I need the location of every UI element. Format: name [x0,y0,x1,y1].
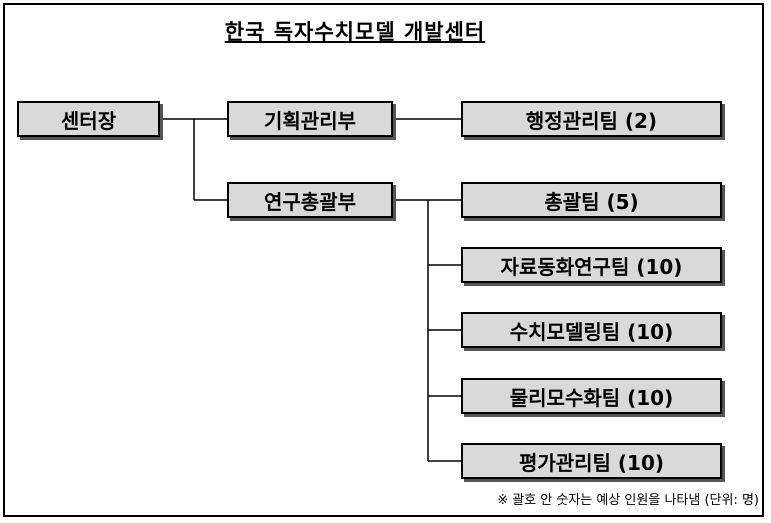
diagram-frame [3,3,764,517]
node-planning-dept: 기획관리부 [227,101,393,137]
footnote: ※ 괄호 안 숫자는 예상 인원을 나타냄 (단위: 명) [497,493,759,508]
node-general-team-label: 총괄팀 (5) [544,189,639,214]
node-planning-dept-label: 기획관리부 [264,108,356,133]
node-physics-team-label: 물리모수화팀 (10) [509,385,674,410]
node-data-assim-team: 자료동화연구팀 (10) [461,247,722,283]
node-general-team: 총괄팀 (5) [461,182,722,218]
node-data-assim-team-label: 자료동화연구팀 (10) [500,254,683,279]
node-center-head-label: 센터장 [60,108,117,133]
node-admin-team-label: 행정관리팀 (2) [525,108,658,133]
node-numerical-model-team-label: 수치모델링팀 (10) [509,319,674,344]
node-evaluation-team-label: 평가관리팀 (10) [518,450,665,475]
node-physics-team: 물리모수화팀 (10) [461,378,722,414]
node-center-head: 센터장 [17,101,160,137]
node-research-dept: 연구총괄부 [227,182,393,218]
node-research-dept-label: 연구총괄부 [264,189,356,214]
diagram-title: 한국 독자수치모델 개발센터 [224,20,486,44]
node-numerical-model-team: 수치모델링팀 (10) [461,312,722,348]
node-evaluation-team: 평가관리팀 (10) [461,443,722,479]
node-admin-team: 행정관리팀 (2) [461,101,722,137]
